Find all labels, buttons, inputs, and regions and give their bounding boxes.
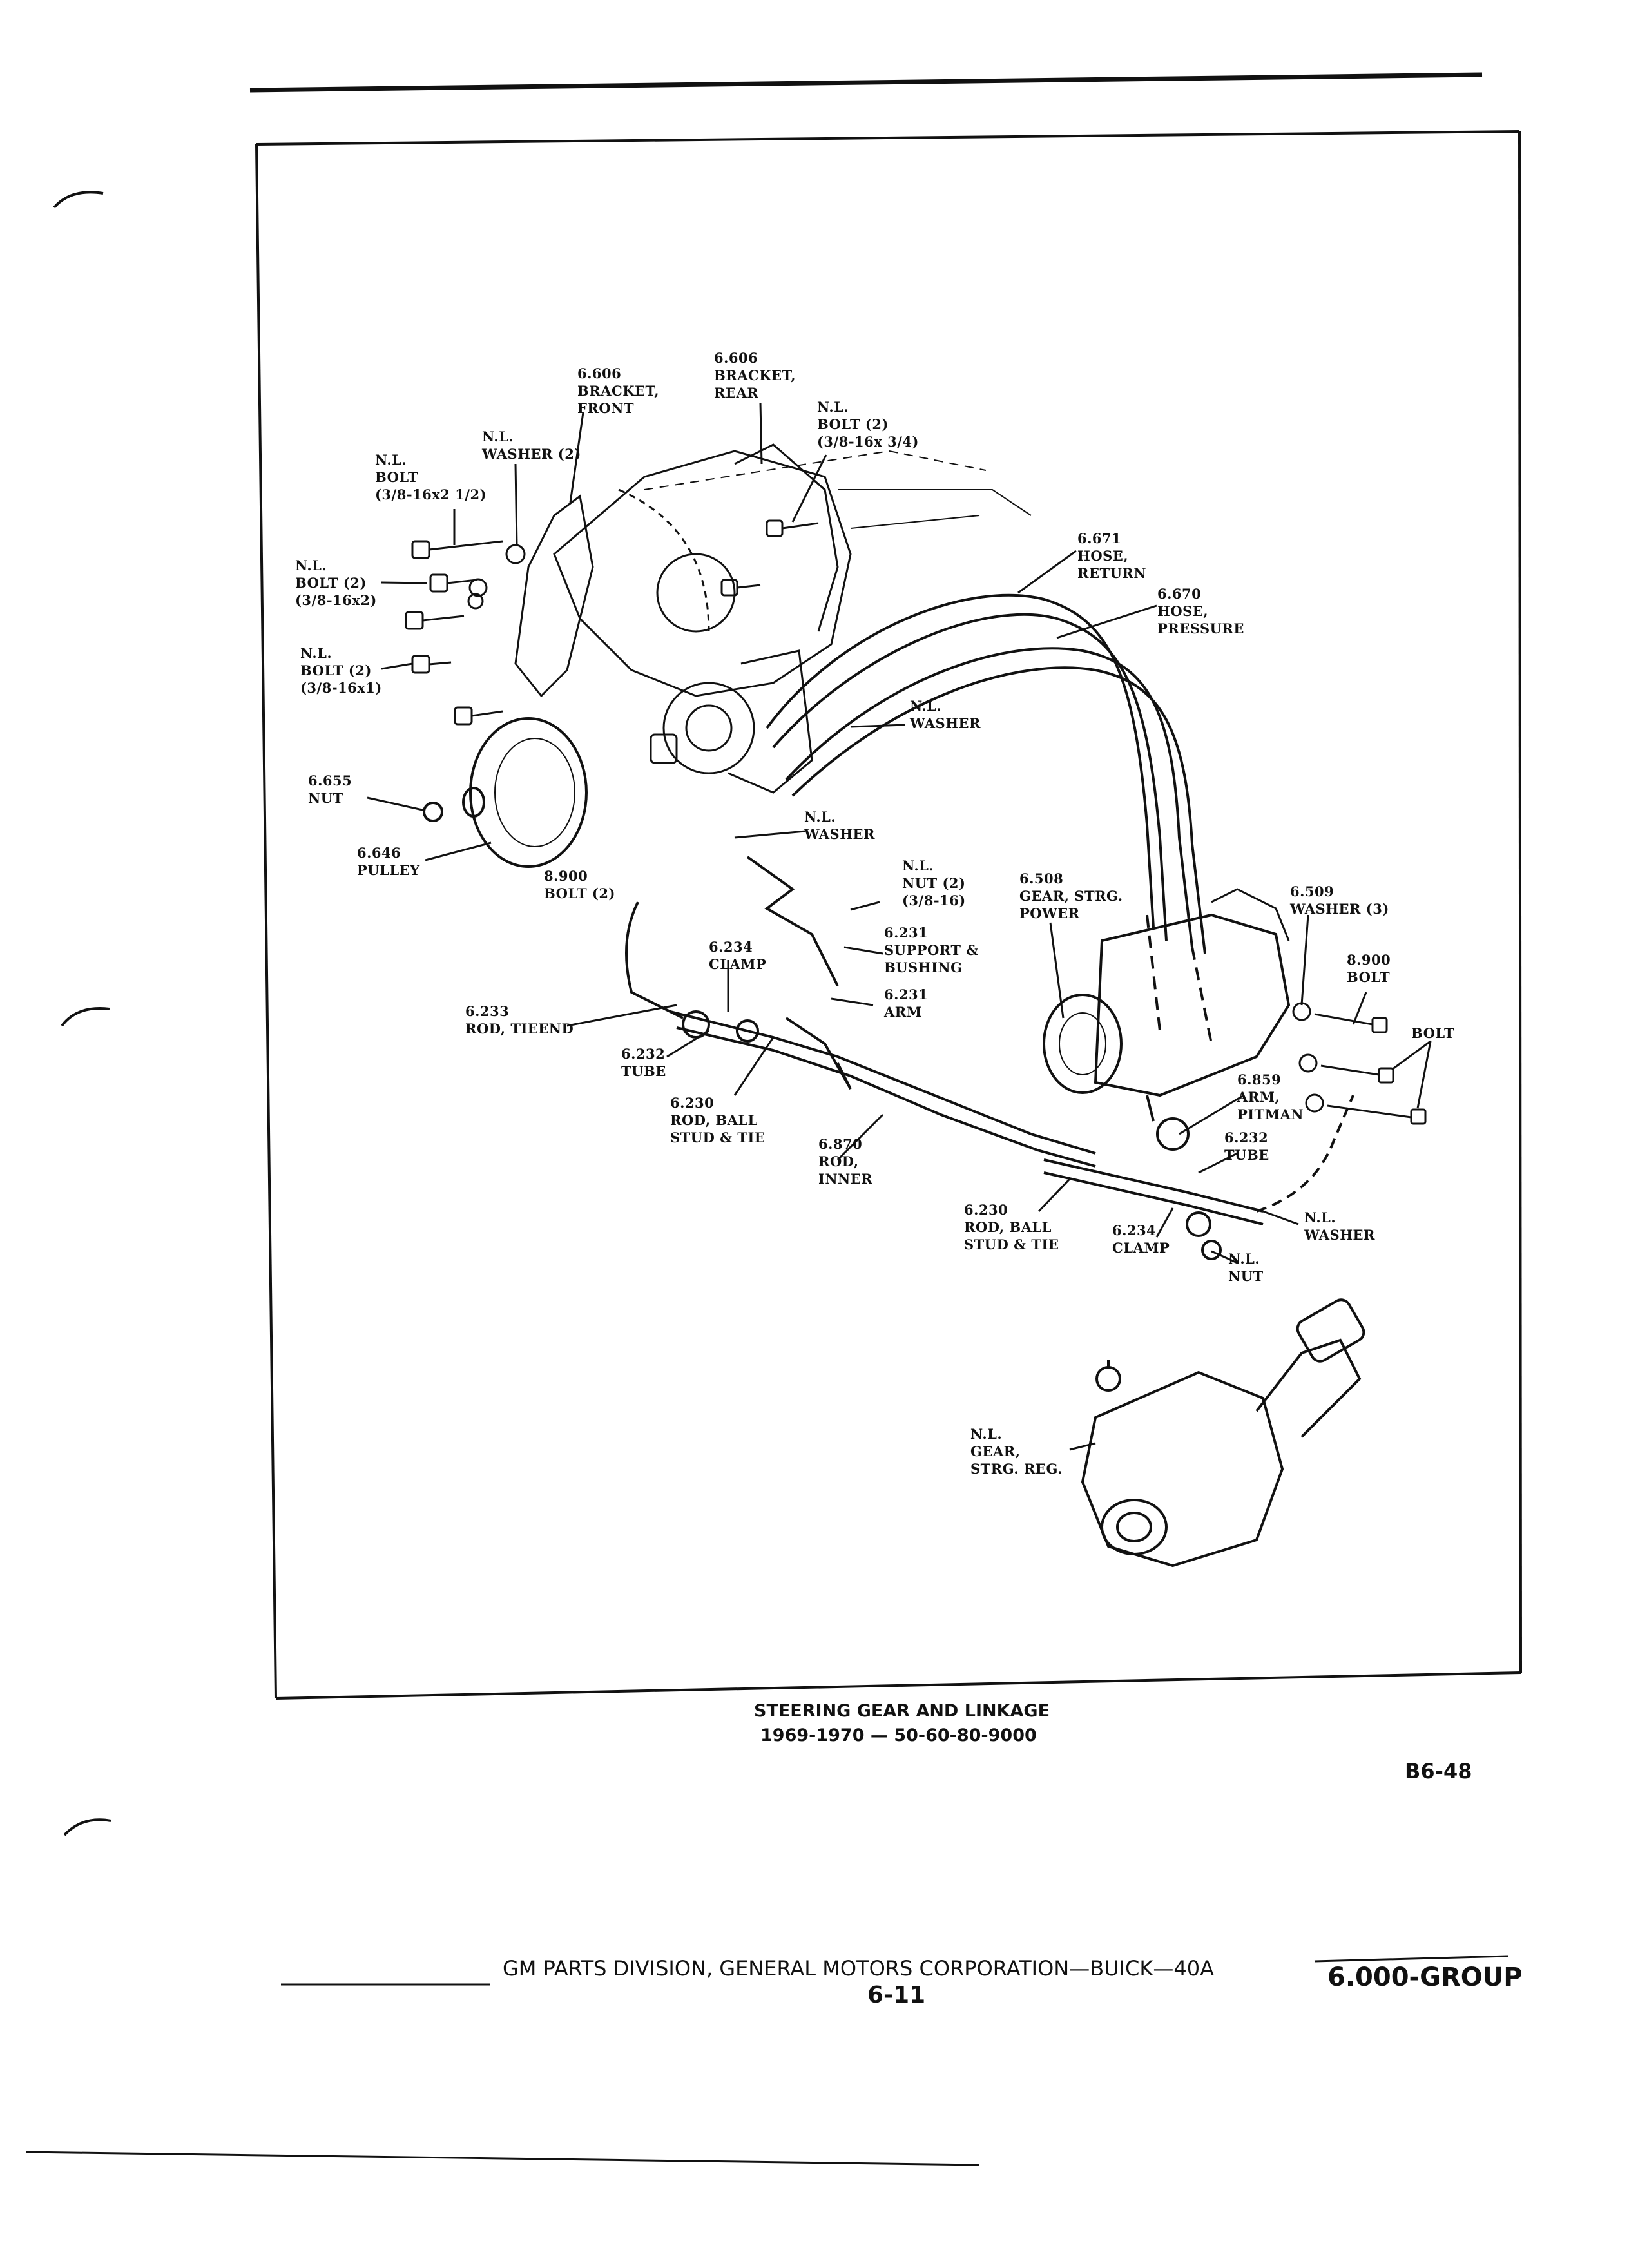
label-bolt-long: N.L.BOLT(3/8-16x2 1/2) <box>375 452 487 503</box>
label-washer-top: N.L.WASHER (2) <box>482 428 581 462</box>
power-steering-gear <box>1043 888 1291 1122</box>
pulley <box>423 717 588 868</box>
label-washer-mid: N.L.WASHER <box>910 698 981 731</box>
label-gear-reg: N.L.GEAR,STRG. REG. <box>970 1426 1063 1477</box>
gear-mounting-bolts <box>1292 1002 1427 1125</box>
caption-subtitle: 1969-1970 — 50-60-80-9000 <box>760 1725 1037 1745</box>
power-steering-pump <box>650 649 813 794</box>
caption-title: STEERING GEAR AND LINKAGE <box>754 1701 1050 1721</box>
label-washer-pump: N.L.WASHER <box>804 809 875 842</box>
label-bolt-3: N.L.BOLT (2)(3/8-16x1) <box>300 645 382 696</box>
punch-marks <box>53 191 111 1836</box>
header-rule <box>249 72 1483 93</box>
label-bolt-2: N.L.BOLT (2)(3/8-16x2) <box>295 557 377 608</box>
bottom-edge-rule <box>25 2151 980 2166</box>
footer-page-number: 6-11 <box>867 1982 926 2008</box>
figure-code: B6-48 <box>1405 1759 1472 1783</box>
label-bolt-top-right: N.L.BOLT (2)(3/8-16x 3/4) <box>817 399 919 450</box>
footer-rule-right <box>1314 1955 1509 1963</box>
steering-linkage <box>625 856 1354 1260</box>
label-washer-bottom: N.L.WASHER <box>1304 1209 1375 1243</box>
leader-lines <box>367 402 1432 1451</box>
diagram-frame <box>255 130 1522 1700</box>
bracket-bolts <box>405 519 819 726</box>
manual-steering-gear <box>1081 1298 1365 1568</box>
label-nut-support: N.L.NUT (2)(3/8-16) <box>902 858 966 908</box>
label-bolt-far-right: BOLT <box>1411 1025 1455 1041</box>
footer-group: 6.000-GROUP <box>1327 1963 1523 1992</box>
hoses <box>766 593 1213 1044</box>
label-nut-bottom: N.L.NUT <box>1228 1251 1264 1284</box>
footer-text: GM PARTS DIVISION, GENERAL MOTORS CORPOR… <box>503 1956 1214 1981</box>
engine-bracket-illustration <box>514 443 1032 698</box>
